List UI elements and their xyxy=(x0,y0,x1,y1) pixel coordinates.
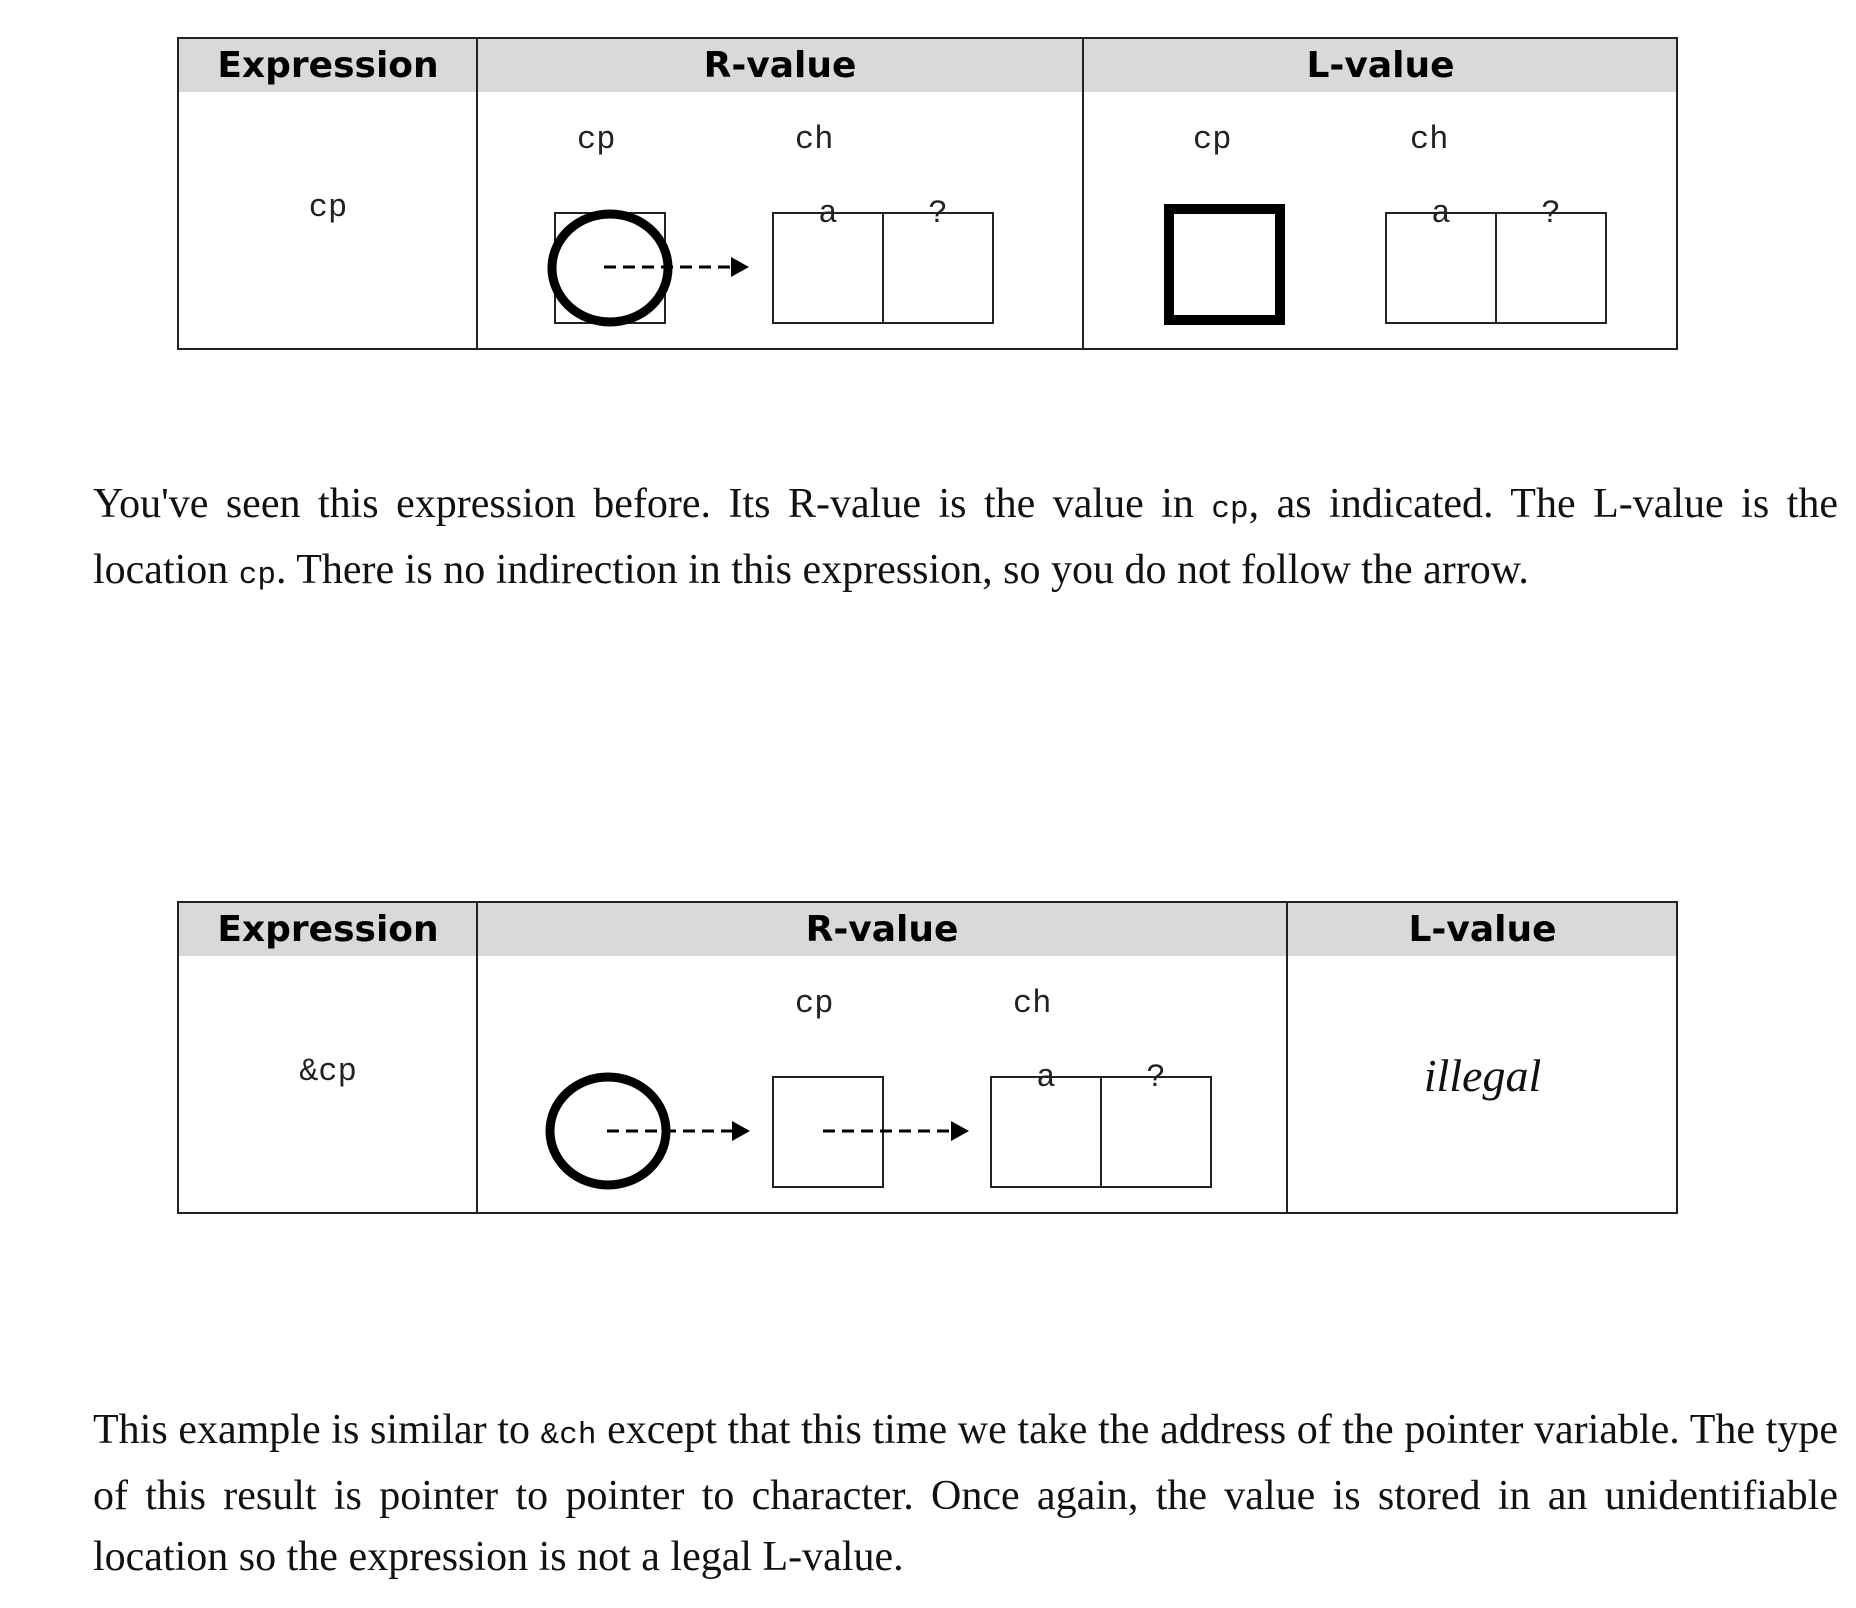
lvalue-cell-a: a xyxy=(1431,195,1451,232)
arrowhead xyxy=(951,1121,969,1141)
column-divider xyxy=(1082,39,1084,348)
paragraph-2-text-b: except that this time we take the addres… xyxy=(93,1407,1838,1580)
paragraph-1: You've seen this expression before. Its … xyxy=(93,474,1838,606)
arrowhead xyxy=(732,1121,750,1141)
rvalue-diagram xyxy=(545,1072,1212,1190)
column-divider xyxy=(476,39,478,348)
rvalue-label-cp: cp xyxy=(577,121,616,158)
lvalue-char-cell-2-box xyxy=(1673,213,1674,214)
header-expression: Expression xyxy=(217,909,439,950)
rvalue-cell-question: ? xyxy=(1146,1059,1166,1096)
paragraph-2: This example is similar to &ch except th… xyxy=(93,1400,1838,1588)
column-divider xyxy=(476,903,478,1212)
paragraph-1-text-c: . There is no indirection in this expres… xyxy=(276,547,1529,593)
header-expression: Expression xyxy=(217,45,439,86)
column-divider xyxy=(1286,903,1288,1212)
paragraph-1-text-a: You've seen this expression before. Its … xyxy=(93,481,1212,527)
table-1-header-row xyxy=(179,39,1676,92)
expression-cell-text: &cp xyxy=(299,1053,357,1090)
lvalue-label-cp: cp xyxy=(1193,121,1232,158)
header-lvalue: L-value xyxy=(1408,909,1557,950)
table-2-header-row xyxy=(179,903,1676,956)
lvalue-label-ch: ch xyxy=(1410,121,1449,158)
rvalue-label-cp: cp xyxy=(795,985,834,1022)
header-rvalue: R-value xyxy=(805,909,959,950)
rvalue-cell-a: a xyxy=(1036,1059,1056,1096)
expression-cell-text: cp xyxy=(308,189,348,226)
rvalue-label-ch: ch xyxy=(1013,985,1052,1022)
arrowhead xyxy=(731,257,749,277)
inline-code-ch: &ch xyxy=(540,1418,597,1453)
rvalue-diagram xyxy=(547,209,994,327)
table-1: Expression R-value L-value cp cp ch a ? … xyxy=(177,37,1678,350)
paragraph-1-text-b: , as indicated. The L-value is the locat… xyxy=(93,481,1839,593)
header-rvalue: R-value xyxy=(703,45,857,86)
paragraph-2-text-a: This example is similar to xyxy=(93,1407,541,1453)
table-2: Expression R-value L-value &cp cp ch a ?… xyxy=(177,901,1678,1214)
char-cell-2 xyxy=(1495,212,1607,324)
rvalue-cell-question: ? xyxy=(928,195,948,232)
lvalue-illegal-text: illegal xyxy=(1423,1050,1542,1101)
header-lvalue: L-value xyxy=(1306,45,1455,86)
char-cell-2 xyxy=(882,212,994,324)
rvalue-label-ch: ch xyxy=(795,121,834,158)
inline-code-cp: cp xyxy=(1211,492,1249,527)
char-cell-2 xyxy=(1100,1076,1212,1188)
lvalue-highlight-box xyxy=(1164,204,1285,325)
rvalue-cell-a: a xyxy=(818,195,838,232)
lvalue-diagram xyxy=(1164,204,1607,325)
inline-code-cp: cp xyxy=(238,558,277,593)
lvalue-cell-question: ? xyxy=(1541,195,1561,232)
